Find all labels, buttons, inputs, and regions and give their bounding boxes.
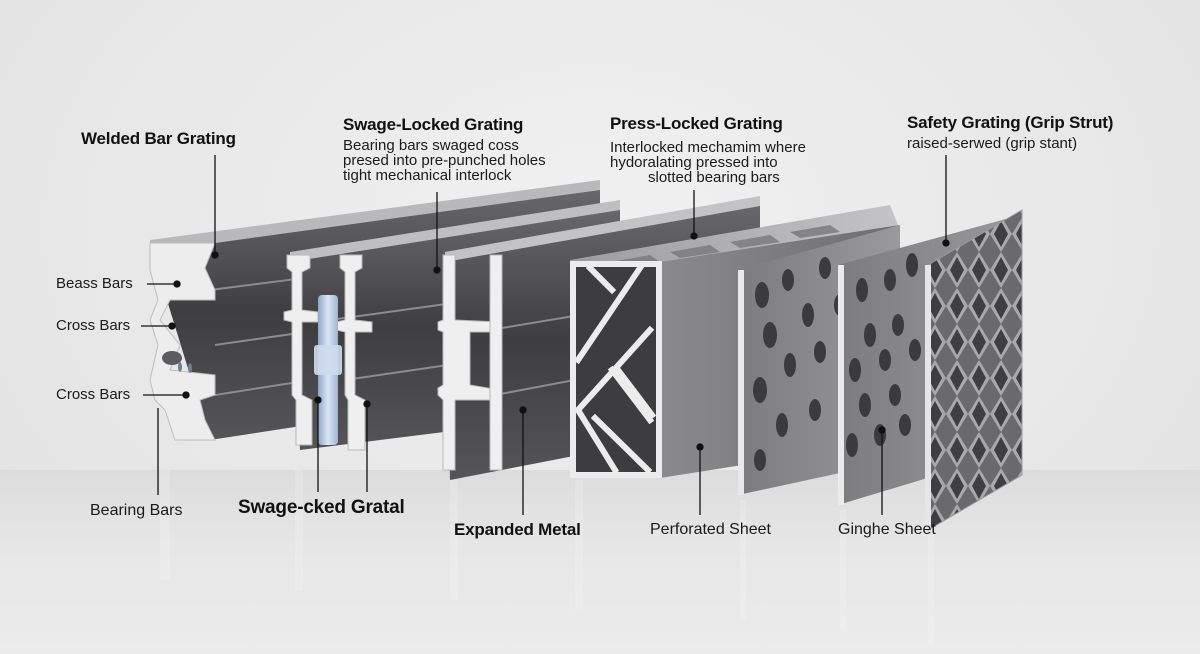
press-locked-block: Press-Locked Grating Interlocked mechami… <box>610 114 806 185</box>
welded-bar-title: Welded Bar Grating <box>81 129 236 148</box>
press-locked-desc-line-1: Interlocked mechamim where <box>610 139 806 156</box>
bottom-label-swage-cked: Swage-cked Gratal <box>238 497 405 518</box>
swage-locked-title: Swage-Locked Grating <box>343 115 524 134</box>
side-label-cross-bars-1: Cross Bars <box>56 317 131 334</box>
leader-lines <box>141 155 950 515</box>
grip-strut-sheet <box>925 209 1023 531</box>
swage-locked-desc-line-3: tight mechanical interlock <box>343 167 512 184</box>
safety-grating-desc: raised-serwed (grip stant) <box>907 135 1078 152</box>
side-label-cross-bars-2: Cross Bars <box>56 386 131 403</box>
swage-locked-desc-line-1: Bearing bars swaged coss <box>343 137 519 154</box>
reflective-floor <box>0 470 1200 654</box>
bottom-label-expanded-metal: Expanded Metal <box>454 520 581 539</box>
press-locked-desc-line-3: slotted bearing bars <box>648 169 780 186</box>
bottom-label-bearing-bars: Bearing Bars <box>90 502 183 519</box>
press-locked-title: Press-Locked Grating <box>610 114 783 133</box>
safety-grating-block: Safety Grating (Grip Strut) raised-serwe… <box>907 113 1113 151</box>
press-locked-desc-line-2: hydoralating pressed into <box>610 154 778 171</box>
bottom-label-ginghe-sheet: Ginghe Sheet <box>838 521 936 538</box>
bottom-label-perforated-sheet: Perforated Sheet <box>650 521 771 538</box>
side-label-beass-bars: Beass Bars <box>56 275 133 292</box>
swage-locked-block: Swage-Locked Grating Bearing bars swaged… <box>343 115 546 183</box>
safety-grating-title: Safety Grating (Grip Strut) <box>907 113 1114 132</box>
swage-locked-desc-line-2: presed into pre-punched holes <box>343 152 546 169</box>
